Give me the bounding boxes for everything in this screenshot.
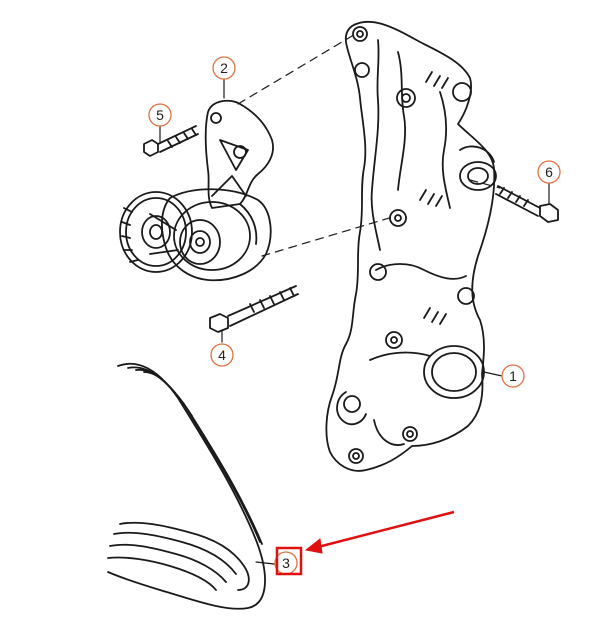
tensioner-assembly bbox=[119, 99, 274, 282]
mounting-bracket bbox=[325, 20, 497, 472]
callout-1: 1 bbox=[501, 364, 525, 388]
callout-3-label: 3 bbox=[282, 555, 290, 571]
callout-6-label: 6 bbox=[545, 164, 553, 180]
callout-2-label: 2 bbox=[220, 60, 228, 76]
callout-4: 4 bbox=[210, 343, 234, 367]
leader-lines bbox=[159, 79, 550, 565]
callout-1-label: 1 bbox=[509, 368, 517, 384]
bolt-5 bbox=[143, 125, 199, 157]
callout-2: 2 bbox=[212, 56, 236, 80]
alignment-lines bbox=[237, 35, 501, 257]
bolt-6 bbox=[495, 185, 559, 223]
bolt-4 bbox=[209, 285, 299, 333]
highlight-arrow bbox=[313, 510, 455, 550]
callout-6: 6 bbox=[537, 160, 561, 184]
highlight-annotation bbox=[275, 510, 455, 576]
callout-5-label: 5 bbox=[156, 107, 164, 123]
poly-v-belt bbox=[107, 362, 266, 610]
callout-3: 3 bbox=[274, 551, 298, 575]
arrow-head-icon bbox=[304, 538, 323, 554]
callout-4-label: 4 bbox=[218, 347, 226, 363]
highlight-box bbox=[275, 546, 303, 576]
callout-5: 5 bbox=[148, 103, 172, 127]
